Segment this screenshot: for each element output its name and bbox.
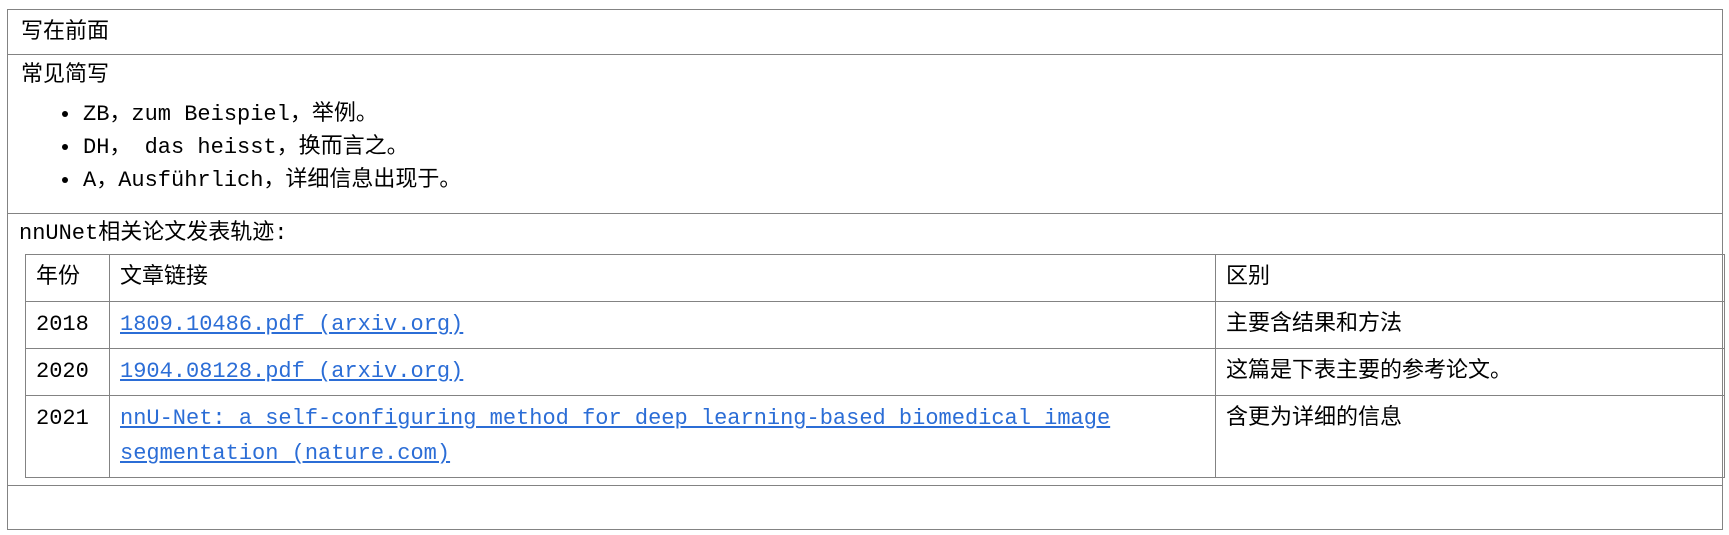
paper-link-2021[interactable]: nnU-Net: a self-configuring method for d… <box>120 406 1111 466</box>
abbreviation-list: ZB，zum Beispiel，举例。 DH， das heisst，换而言之。… <box>21 98 1710 197</box>
col-header-year: 年份 <box>25 254 110 302</box>
section-abbreviations: 常见简写 ZB，zum Beispiel，举例。 DH， das heisst，… <box>8 55 1722 214</box>
section-papers: nnUNet相关论文发表轨迹: 年份 文章链接 区别 2018 1809.104… <box>8 214 1725 486</box>
list-item-zb: ZB，zum Beispiel，举例。 <box>81 98 1710 131</box>
preface-title: 写在前面 <box>21 20 110 45</box>
paper-link-2018[interactable]: 1809.10486.pdf (arxiv.org) <box>120 312 464 337</box>
table-row: 2020 1904.08128.pdf (arxiv.org) 这篇是下表主要的… <box>25 348 1725 396</box>
section-empty <box>8 486 1722 529</box>
cell-year: 2021 <box>25 395 110 478</box>
table-row: 2021 nnU-Net: a self-configuring method … <box>25 395 1725 478</box>
cell-link: 1809.10486.pdf (arxiv.org) <box>109 301 1216 349</box>
list-item-a: A，Ausführlich，详细信息出现于。 <box>81 164 1710 197</box>
list-item-dh: DH， das heisst，换而言之。 <box>81 131 1710 164</box>
table-header-row: 年份 文章链接 区别 <box>25 254 1725 302</box>
cell-year: 2018 <box>25 301 110 349</box>
col-header-link: 文章链接 <box>109 254 1216 302</box>
paper-link-2020[interactable]: 1904.08128.pdf (arxiv.org) <box>120 359 464 384</box>
document-panel: 写在前面 常见简写 ZB，zum Beispiel，举例。 DH， das he… <box>7 9 1725 530</box>
cell-note: 这篇是下表主要的参考论文。 <box>1215 348 1725 396</box>
cell-link: nnU-Net: a self-configuring method for d… <box>109 395 1216 478</box>
cell-link: 1904.08128.pdf (arxiv.org) <box>109 348 1216 396</box>
abbreviations-title: 常见简写 <box>21 63 110 88</box>
cell-note: 主要含结果和方法 <box>1215 301 1725 349</box>
section-preface: 写在前面 <box>8 10 1722 55</box>
col-header-note: 区别 <box>1215 254 1725 302</box>
papers-table: 年份 文章链接 区别 2018 1809.10486.pdf (arxiv.or… <box>25 254 1725 478</box>
papers-title: nnUNet相关论文发表轨迹: <box>19 221 288 246</box>
cell-note: 含更为详细的信息 <box>1215 395 1725 478</box>
table-row: 2018 1809.10486.pdf (arxiv.org) 主要含结果和方法 <box>25 301 1725 349</box>
cell-year: 2020 <box>25 348 110 396</box>
